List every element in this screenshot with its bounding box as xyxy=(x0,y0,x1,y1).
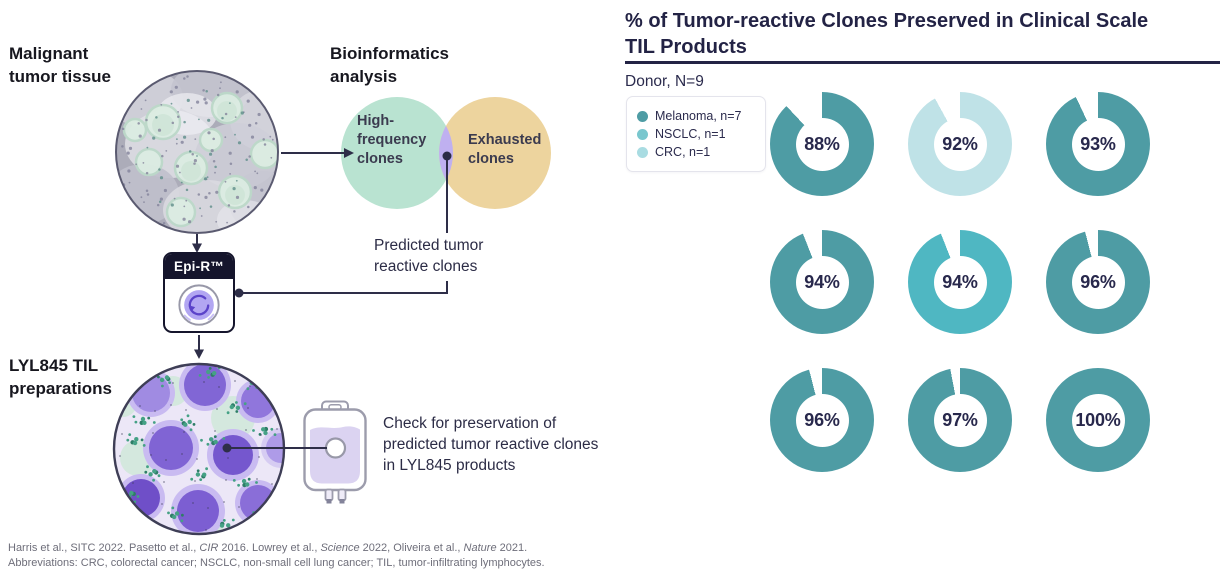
donut-percent-label: 96% xyxy=(804,409,840,430)
donut-chart-2-crc: 92% xyxy=(908,92,1012,196)
donut-hole: 97% xyxy=(933,393,987,447)
donut-hole: 96% xyxy=(1071,255,1125,309)
predicted-tumor-reactive-clones-label: Predicted tumor reactive clones xyxy=(374,237,484,275)
epi-r-body xyxy=(165,279,233,331)
high-frequency-clones-label: High-frequency clones xyxy=(357,113,427,167)
tumor-tissue-image xyxy=(115,70,279,234)
legend-item-crc: CRC, n=1 xyxy=(637,145,755,159)
nsclc-legend-dot-icon xyxy=(637,128,648,140)
donut-percent-label: 93% xyxy=(1080,133,1116,154)
chart-title: % of Tumor-reactive Clones Preserved in … xyxy=(625,10,1149,58)
donut-chart-3-melanoma: 93% xyxy=(1046,92,1150,196)
iv-bag-icon xyxy=(303,400,367,504)
lyl845-til-preparations-label: LYL845 TIL preparations xyxy=(9,356,112,398)
donut-chart-8-melanoma: 97% xyxy=(908,368,1012,472)
abbreviations-line: Abbreviations: CRC, colorectal cancer; N… xyxy=(8,557,545,569)
check-for-preservation-label: Check for preservation of predicted tumo… xyxy=(383,415,599,474)
legend-item-nsclc: NSCLC, n=1 xyxy=(637,127,755,141)
donut-hole: 100% xyxy=(1071,393,1125,447)
epi-r-header: Epi-R™ xyxy=(165,254,233,279)
tumor-speckle-dots xyxy=(121,75,274,225)
venn-exhausted-circle xyxy=(439,97,551,209)
donut-percent-label: 94% xyxy=(942,271,978,292)
process-diagram-graphics xyxy=(112,70,551,536)
donut-hole: 96% xyxy=(795,393,849,447)
donut-chart-4-melanoma: 94% xyxy=(770,230,874,334)
donut-percent-label: 94% xyxy=(804,271,840,292)
epi-r-process-box: Epi-R™ xyxy=(163,252,235,333)
rotate-process-icon xyxy=(178,284,220,326)
donut-chart-grid: 88% 92% 93% 94% 94% 96% 96% 97% 100% xyxy=(770,92,1150,472)
donut-percent-label: 96% xyxy=(1080,271,1116,292)
epi-r-label: Epi-R™ xyxy=(174,259,224,274)
venn-high-frequency-circle xyxy=(341,97,453,209)
donut-chart-5-nsclc: 94% xyxy=(908,230,1012,334)
references-line: Harris et al., SITC 2022. Pasetto et al.… xyxy=(8,542,528,554)
donut-chart-1-melanoma: 88% xyxy=(770,92,874,196)
footnote: Harris et al., SITC 2022. Pasetto et al.… xyxy=(8,541,608,571)
title-underline-rule xyxy=(625,61,1220,64)
connector-lines xyxy=(196,152,448,449)
donut-hole: 94% xyxy=(795,255,849,309)
donut-chart-7-melanoma: 96% xyxy=(770,368,874,472)
legend-label: NSCLC, n=1 xyxy=(655,127,726,141)
donut-percent-label: 100% xyxy=(1075,409,1121,430)
venn-overlap-dot xyxy=(442,151,452,161)
donut-hole: 88% xyxy=(795,117,849,171)
arrow-heads xyxy=(192,148,354,453)
donut-hole: 92% xyxy=(933,117,987,171)
legend-item-melanoma: Melanoma, n=7 xyxy=(637,109,755,123)
malignant-tumor-tissue-label: Malignant tumor tissue xyxy=(9,44,112,86)
venn-diagram xyxy=(341,97,551,209)
bioinformatics-analysis-label: Bioinformatics analysis xyxy=(330,44,450,86)
legend-label: CRC, n=1 xyxy=(655,145,711,159)
donut-percent-label: 88% xyxy=(804,133,840,154)
donut-hole: 94% xyxy=(933,255,987,309)
exhausted-clones-label: Exhausted clones xyxy=(468,132,542,167)
crc-legend-dot-icon xyxy=(637,146,648,158)
melanoma-legend-dot-icon xyxy=(637,110,648,122)
donut-hole: 93% xyxy=(1071,117,1125,171)
donut-chart-9-melanoma: 100% xyxy=(1046,368,1150,472)
donut-chart-6-melanoma: 96% xyxy=(1046,230,1150,334)
donut-percent-label: 92% xyxy=(942,133,978,154)
donor-count-label: Donor, N=9 xyxy=(625,73,704,90)
donut-percent-label: 97% xyxy=(942,409,978,430)
legend-label: Melanoma, n=7 xyxy=(655,109,742,123)
